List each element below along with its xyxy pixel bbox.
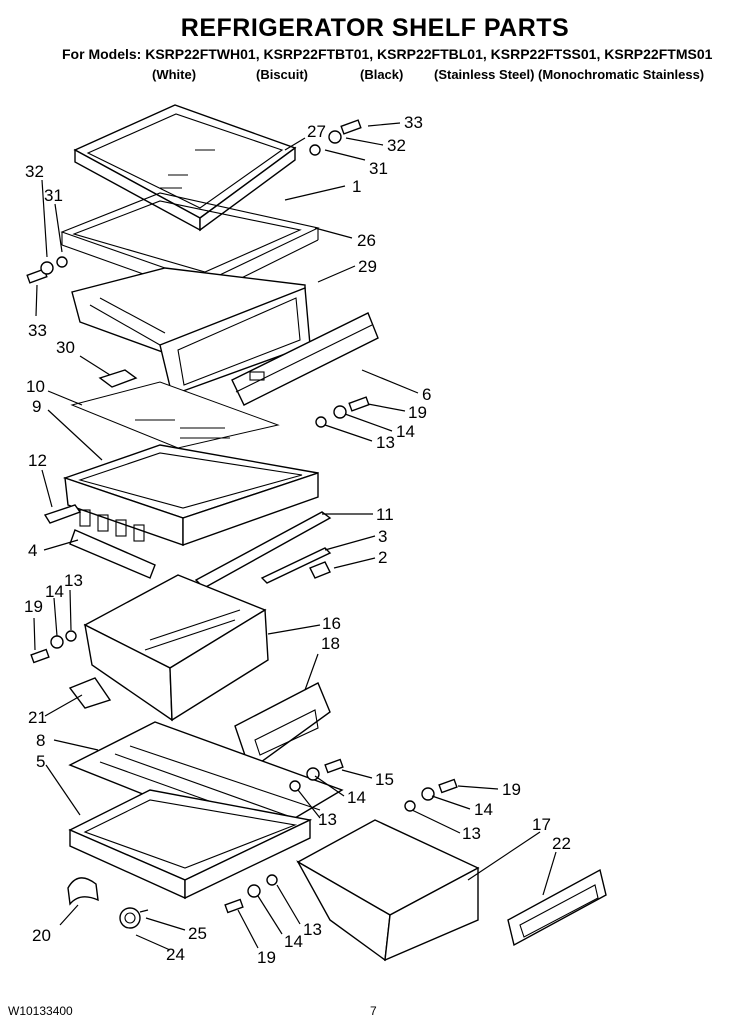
deli-drawer-front bbox=[507, 868, 607, 947]
callout-33-left: 33 bbox=[28, 321, 47, 340]
callout-19-right: 19 bbox=[502, 780, 521, 799]
callout-13-left: 13 bbox=[64, 571, 83, 590]
color-stainless: (Stainless Steel) bbox=[434, 67, 535, 82]
callout-25: 25 bbox=[188, 924, 207, 943]
callout-2: 2 bbox=[378, 548, 387, 567]
callout-31: 31 bbox=[369, 159, 388, 178]
callout-18: 18 bbox=[321, 634, 340, 653]
callout-10: 10 bbox=[26, 377, 45, 396]
callout-13-mid: 13 bbox=[318, 810, 337, 829]
pan-cover bbox=[231, 312, 379, 406]
callout-14-right: 14 bbox=[474, 800, 493, 819]
drawer-slide bbox=[68, 677, 112, 709]
callout-31-left: 31 bbox=[44, 186, 63, 205]
callout-14-mid: 14 bbox=[347, 788, 366, 807]
bottom-tray bbox=[68, 789, 313, 900]
callout-13-right: 13 bbox=[462, 824, 481, 843]
callout-13: 13 bbox=[376, 433, 395, 452]
callout-8: 8 bbox=[36, 731, 45, 750]
callout-30: 30 bbox=[56, 338, 75, 357]
callout-32: 32 bbox=[387, 136, 406, 155]
callout-24: 24 bbox=[166, 945, 185, 964]
document-number: W10133400 bbox=[8, 1004, 73, 1018]
deli-drawer bbox=[296, 819, 480, 962]
pan-support bbox=[98, 369, 138, 388]
left-bracket bbox=[43, 504, 82, 524]
callout-33: 33 bbox=[404, 113, 423, 132]
glass-insert bbox=[70, 381, 280, 449]
callout-19-bottom: 19 bbox=[257, 948, 276, 967]
page-number: 7 bbox=[370, 1004, 377, 1018]
color-white: (White) bbox=[152, 67, 197, 82]
callout-14: 14 bbox=[396, 422, 415, 441]
callout-32-left: 32 bbox=[25, 162, 44, 181]
callout-3: 3 bbox=[378, 527, 387, 546]
crisper-cover-frame bbox=[62, 444, 319, 546]
meat-pan bbox=[71, 267, 311, 396]
knob-assembly bbox=[119, 907, 149, 929]
crisper-drawer bbox=[83, 574, 269, 722]
callout-14-left: 14 bbox=[45, 582, 64, 601]
leader-lines bbox=[33, 122, 557, 951]
callout-9: 9 bbox=[32, 397, 41, 416]
callout-29: 29 bbox=[358, 257, 377, 276]
callout-14-bottom: 14 bbox=[284, 932, 303, 951]
models-line: For Models: KSRP22FTWH01, KSRP22FTBT01, … bbox=[62, 46, 713, 62]
callout-27: 27 bbox=[307, 122, 326, 141]
callout-17: 17 bbox=[532, 815, 551, 834]
shelf-clip bbox=[67, 877, 99, 906]
callout-numbers: 27 33 32 31 1 26 29 32 31 33 30 6 19 14 … bbox=[24, 113, 571, 967]
callout-26: 26 bbox=[357, 231, 376, 250]
callout-13-bottom: 13 bbox=[303, 920, 322, 939]
callout-4: 4 bbox=[28, 541, 37, 560]
callout-20: 20 bbox=[32, 926, 51, 945]
callout-12: 12 bbox=[28, 451, 47, 470]
callout-6: 6 bbox=[422, 385, 431, 404]
top-glass-shelf bbox=[73, 104, 297, 232]
callout-21: 21 bbox=[28, 708, 47, 727]
callout-16: 16 bbox=[322, 614, 341, 633]
callout-15: 15 bbox=[375, 770, 394, 789]
trim-strip bbox=[260, 547, 332, 584]
callout-19-left: 19 bbox=[24, 597, 43, 616]
color-black: (Black) bbox=[360, 67, 404, 82]
callout-19: 19 bbox=[408, 403, 427, 422]
color-monochromatic: (Monochromatic Stainless) bbox=[538, 67, 705, 82]
callout-1: 1 bbox=[352, 177, 361, 196]
callout-5: 5 bbox=[36, 752, 45, 771]
bottom-bracket bbox=[69, 529, 156, 579]
retainer-clip bbox=[309, 561, 331, 579]
page-title: REFRIGERATOR SHELF PARTS bbox=[180, 14, 570, 42]
callout-11: 11 bbox=[376, 505, 394, 524]
callout-22: 22 bbox=[552, 834, 571, 853]
color-biscuit: (Biscuit) bbox=[256, 67, 308, 82]
hardware-screws bbox=[26, 119, 458, 914]
